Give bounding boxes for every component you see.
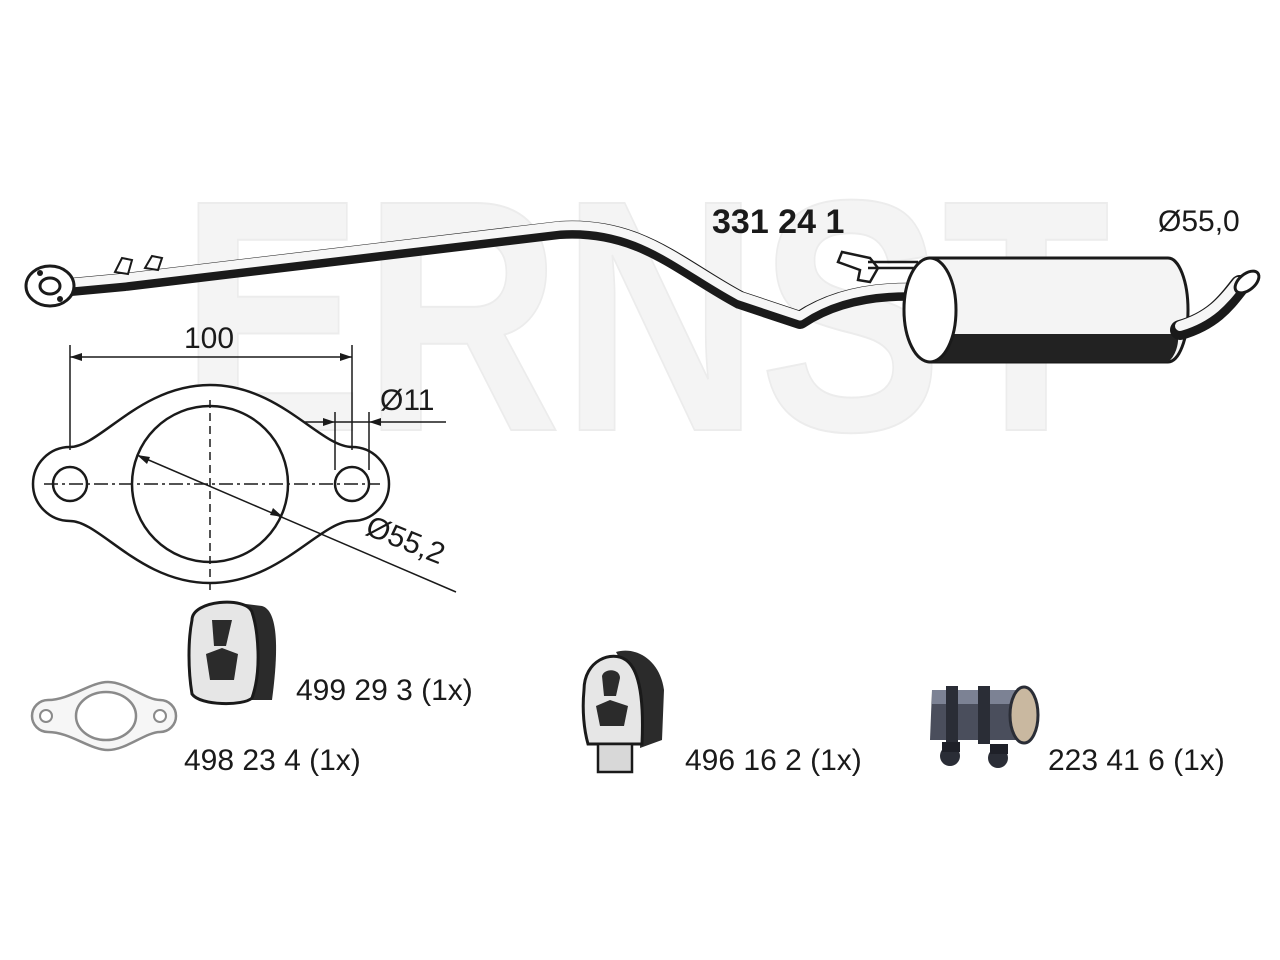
clamp-opening [1008, 685, 1040, 745]
clamp-nut [942, 742, 960, 752]
dimension-arrow [369, 418, 381, 426]
accessory-rubber-mount [581, 650, 664, 774]
bolt-hole-diameter-label: Ø11 [380, 384, 434, 417]
accessory-label: 498 23 4 (1x) [184, 744, 361, 777]
dimension-arrow [270, 508, 283, 517]
bore-diameter-label: Ø55,2 [361, 510, 449, 571]
mount-rubber-side [616, 650, 664, 748]
part-number: 331 24 1 [712, 203, 844, 241]
dimension-arrow [137, 455, 150, 464]
accessory-label: 223 41 6 (1x) [1048, 744, 1225, 777]
accessory-flange-gasket [30, 680, 178, 752]
accessory-label: 499 29 3 (1x) [296, 674, 473, 707]
exhaust-pipe-assembly [24, 220, 1261, 364]
mount-slot-top [602, 670, 620, 696]
mount-rubber-face [581, 654, 644, 746]
flange-width-label: 100 [184, 322, 234, 355]
accessory-label: 496 16 2 (1x) [685, 744, 862, 777]
accessory-pipe-clamp [930, 685, 1040, 768]
clamp-band [978, 686, 990, 744]
muffler-end-seam [902, 275, 915, 351]
hanger-bracket [836, 250, 880, 284]
dimension-line-bore [136, 454, 457, 593]
clamp-nut [990, 744, 1008, 754]
dimension-arrow [340, 353, 352, 361]
tail-diameter-label: Ø55,0 [1158, 205, 1240, 238]
pipe-highlight [55, 221, 925, 321]
inlet-bolt-hole [57, 296, 63, 302]
hanger-lug [143, 254, 164, 272]
hanger-slot-top [212, 620, 232, 646]
gasket-bolt-hole [39, 709, 53, 723]
hanger-slot-bottom [206, 648, 238, 680]
inlet-bore [38, 276, 62, 296]
dimension-arrow [323, 418, 335, 426]
hanger-lug [113, 256, 134, 276]
tail-pipe-outlet [1233, 269, 1261, 295]
accessory-rubber-hanger [187, 600, 277, 706]
mount-base-plate [596, 742, 634, 774]
gasket-bolt-hole [153, 709, 167, 723]
muffler-shadow [930, 334, 1179, 362]
clamp-band [946, 686, 958, 744]
flange-outline [31, 383, 391, 585]
dimension-arrow [70, 353, 82, 361]
mount-slot-bottom [596, 700, 628, 726]
gasket-bore [74, 690, 138, 742]
inlet-bolt-hole [37, 270, 43, 276]
